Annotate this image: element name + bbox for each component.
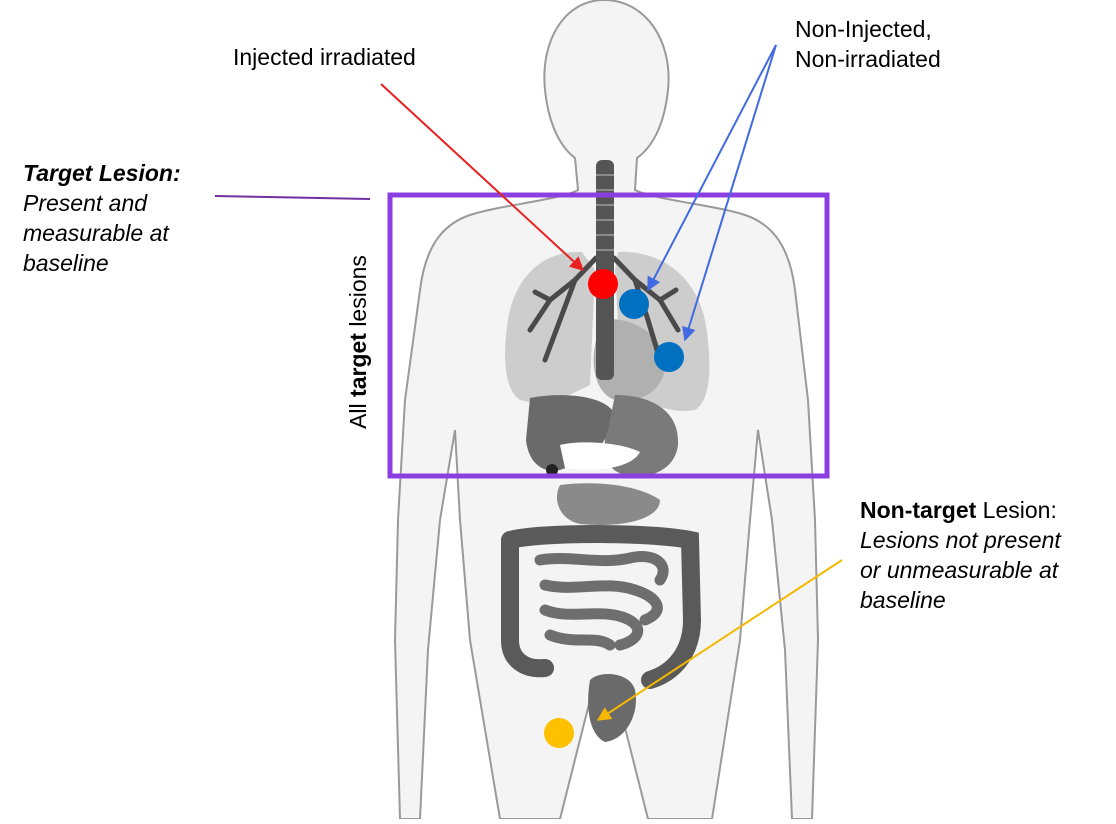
non-injected-lesion-dot-2 (654, 342, 684, 372)
target-label-pointer (215, 196, 370, 199)
nontarget-desc-line2: or unmeasurable at (860, 555, 1061, 585)
all-target-suffix: lesions (345, 255, 371, 333)
target-lesion-heading: Target Lesion: (23, 158, 181, 188)
target-lesion-desc-line1: Present and (23, 188, 181, 218)
non-injected-lesion-dot-1 (619, 289, 649, 319)
target-lesion-desc-line3: baseline (23, 248, 181, 278)
all-target-prefix: All (345, 397, 371, 429)
non-injected-label: Non-Injected, Non-irradiated (795, 14, 941, 74)
nontarget-heading: Non-target Lesion: (860, 495, 1061, 525)
non-injected-label-line2: Non-irradiated (795, 44, 941, 74)
nontarget-desc-line1: Lesions not present (860, 525, 1061, 555)
nontarget-desc-line3: baseline (860, 585, 1061, 615)
target-lesion-label: Target Lesion: Present and measurable at… (23, 158, 181, 278)
nontarget-lesion-label: Non-target Lesion: Lesions not present o… (860, 495, 1061, 615)
injected-label: Injected irradiated (233, 42, 416, 72)
non-injected-label-line1: Non-Injected, (795, 14, 941, 44)
nontarget-suffix: Lesion: (976, 497, 1057, 523)
all-target-lesions-label: All target lesions (343, 255, 373, 429)
nontarget-lesion-dot (544, 718, 574, 748)
nontarget-bold: Non-target (860, 497, 976, 523)
target-lesion-desc-line2: measurable at (23, 218, 181, 248)
all-target-bold: target (345, 333, 371, 397)
injected-lesion-dot (588, 269, 618, 299)
